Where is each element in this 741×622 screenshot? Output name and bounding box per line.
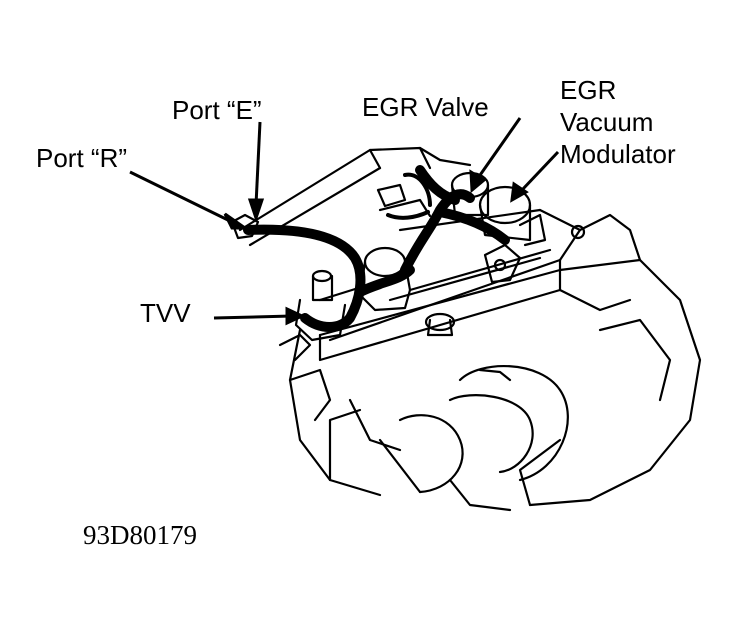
label-port-r: Port “R” xyxy=(36,143,127,173)
label-egr-valve: EGR Valve xyxy=(362,92,489,122)
label-egr-line-2: Vacuum xyxy=(560,107,654,137)
label-egr-line-3: Modulator xyxy=(560,139,676,169)
arrow-egr-valve-head xyxy=(469,169,487,194)
label-tvv: TVV xyxy=(140,298,191,328)
engine-block xyxy=(288,258,702,512)
arrow-port-e xyxy=(254,121,262,206)
arrow-tvv xyxy=(213,314,293,320)
leader-arrows xyxy=(129,117,560,326)
arrow-egr-valve xyxy=(476,117,522,179)
arrow-egr-modulator xyxy=(520,150,560,192)
intake-duct xyxy=(378,365,569,494)
small-hoses xyxy=(386,172,432,220)
label-port-e: Port “E” xyxy=(172,95,262,125)
arrow-tvv-head xyxy=(285,306,306,326)
label-egr-line-1: EGR xyxy=(560,75,617,105)
arrow-port-e-head xyxy=(247,198,265,223)
arrow-port-r xyxy=(129,170,233,224)
arrow-port-r-head xyxy=(223,212,250,230)
figure-code: 93D80179 xyxy=(83,520,197,550)
arrow-egr-modulator-head xyxy=(510,181,529,203)
vacuum-hoses xyxy=(243,165,510,332)
